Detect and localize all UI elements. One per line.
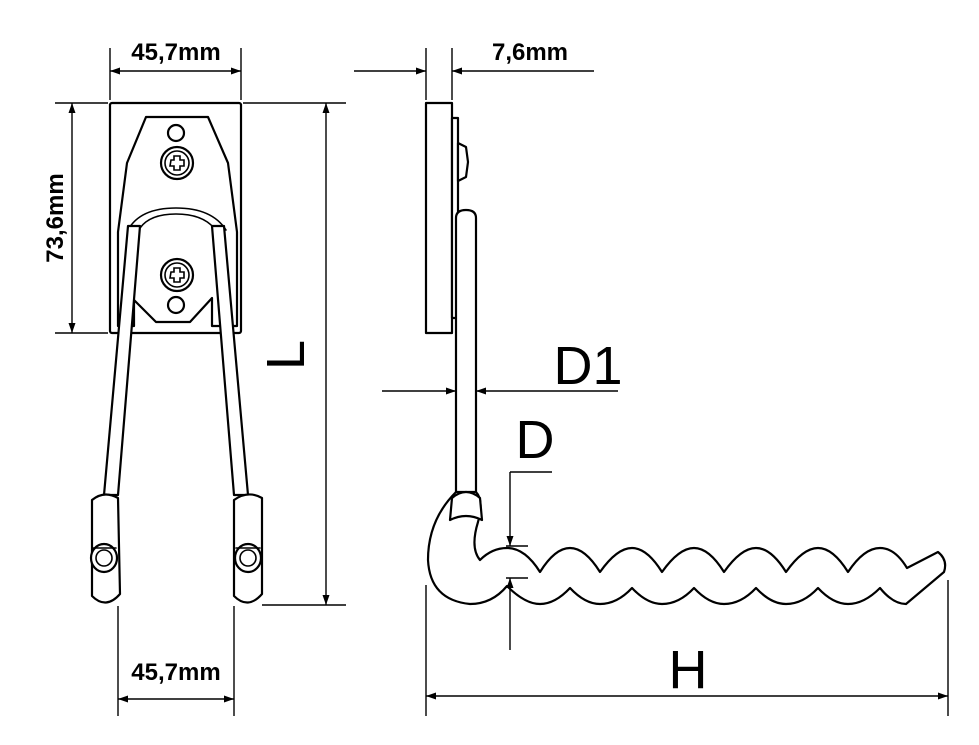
plate-height-label: 73,6mm <box>42 173 69 262</box>
wave-diameter-label: D <box>516 410 555 470</box>
side-wire <box>454 208 478 497</box>
wavy-hook-wire <box>426 490 947 606</box>
lower-small-hole <box>166 295 186 315</box>
lower-screw-icon <box>159 257 195 293</box>
bottom-width-label: 45,7mm <box>131 659 220 686</box>
length-label: L <box>256 340 316 370</box>
left-arm <box>102 224 142 497</box>
front-view <box>89 101 264 604</box>
upper-screw-icon <box>159 145 195 181</box>
front-dimensions: 45,7mm 73,6mm L 45,7mm <box>42 39 346 716</box>
top-width-label: 45,7mm <box>131 39 220 66</box>
side-plate <box>424 101 454 335</box>
side-view <box>424 101 947 606</box>
plate-thickness-label: 7,6mm <box>492 39 568 66</box>
side-dimensions: 7,6mm D1 D H <box>354 39 949 716</box>
bracket-outline <box>116 115 239 328</box>
upper-small-hole <box>166 123 186 143</box>
side-screw-icon <box>456 141 470 183</box>
overall-length-label: H <box>669 640 708 700</box>
wire-diameter-label: D1 <box>553 336 622 396</box>
